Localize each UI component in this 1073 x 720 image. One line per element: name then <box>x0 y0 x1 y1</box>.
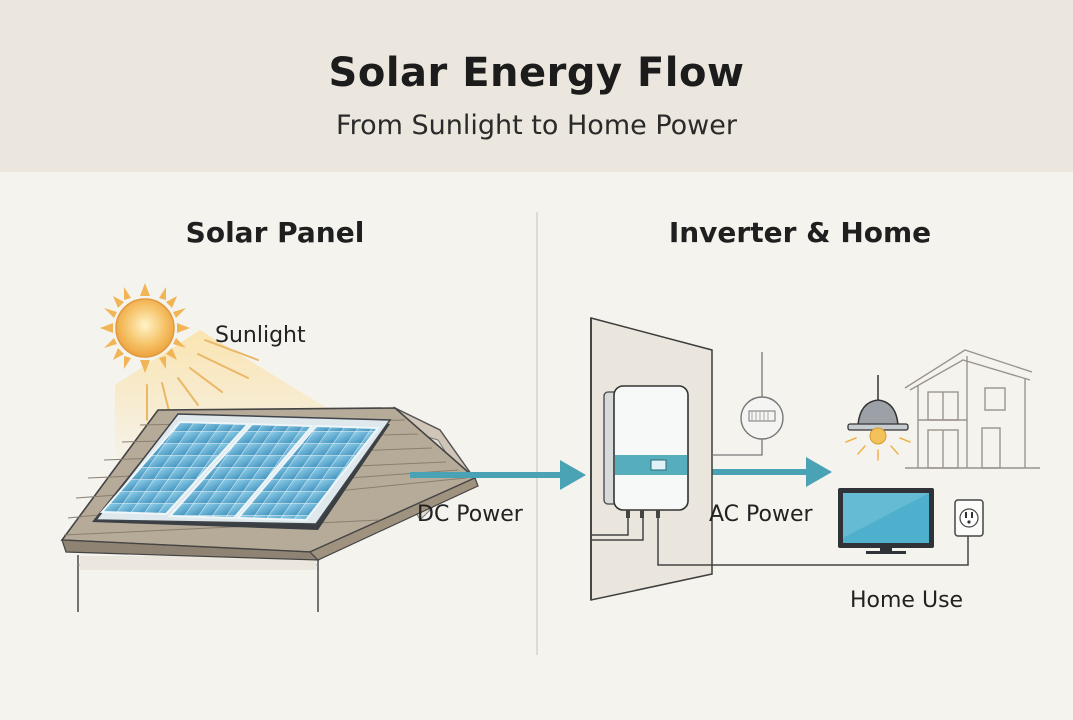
solar-panel-3 <box>235 424 381 522</box>
header-band: Solar Energy Flow From Sunlight to Home … <box>0 0 1073 172</box>
section-title-solar-panel: Solar Panel <box>185 216 365 249</box>
ac-power-label: AC Power <box>709 502 813 527</box>
solar-panels <box>92 413 392 530</box>
outlet-icon <box>954 499 984 537</box>
sunlight-label: Sunlight <box>215 323 306 348</box>
dc-arrow <box>410 460 586 490</box>
ac-arrow <box>702 457 832 487</box>
inverter-icon <box>592 385 969 566</box>
page-subtitle: From Sunlight to Home Power <box>336 110 737 141</box>
lamp-icon <box>845 375 911 461</box>
page-title: Solar Energy Flow <box>328 50 745 96</box>
house-outline-icon <box>904 349 1040 469</box>
dc-power-label: DC Power <box>417 502 523 527</box>
home-use-label: Home Use <box>850 588 964 613</box>
section-title-inverter-home: Inverter & Home <box>668 216 932 249</box>
meter-icon <box>712 352 784 456</box>
sun-rays <box>146 339 259 421</box>
solar-panel-1 <box>99 420 251 516</box>
tv-icon <box>838 488 934 554</box>
solar-panel-2 <box>167 422 315 520</box>
